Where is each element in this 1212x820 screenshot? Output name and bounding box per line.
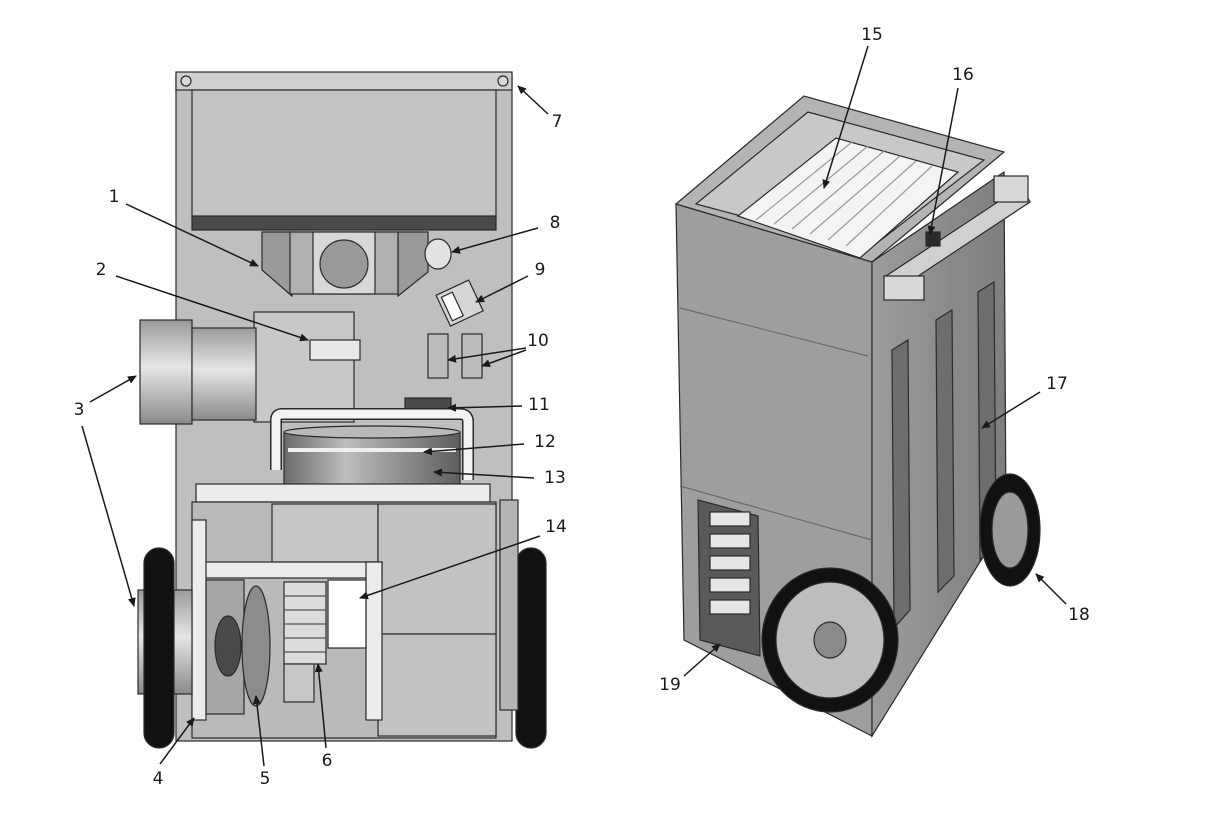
leader-11 (447, 403, 523, 412)
callout-17: 17 (1046, 374, 1068, 394)
callout-8: 8 (549, 213, 561, 233)
callout-14: 14 (545, 517, 567, 537)
leader-3b (81, 425, 136, 607)
leader-10a (447, 347, 527, 363)
leader-14 (359, 535, 541, 600)
callout-6: 6 (321, 751, 333, 771)
callout-10: 10 (527, 331, 549, 351)
callout-7: 7 (551, 112, 563, 132)
open-unit-view (137, 71, 547, 749)
exterior-unit-view (674, 95, 1041, 739)
leader-15 (822, 45, 869, 189)
leader-8 (451, 227, 539, 254)
callout-12: 12 (534, 432, 556, 452)
callout-3: 3 (73, 400, 85, 420)
callout-18: 18 (1068, 605, 1090, 625)
leader-19 (683, 643, 721, 677)
leader-12 (423, 443, 525, 456)
leader-9 (475, 275, 529, 303)
leader-18 (1035, 573, 1067, 605)
callout-19: 19 (659, 675, 681, 695)
leader-13 (433, 468, 535, 479)
callout-2: 2 (95, 260, 107, 280)
leader-16 (927, 87, 959, 235)
callout-13: 13 (544, 468, 566, 488)
leader-7 (517, 85, 549, 115)
callout-5: 5 (259, 769, 271, 789)
leader-6 (314, 663, 327, 749)
leader-4 (159, 717, 195, 765)
leader-3a (89, 375, 137, 403)
callout-1: 1 (108, 187, 120, 207)
callout-11: 11 (528, 395, 550, 415)
callout-4: 4 (152, 769, 164, 789)
leader-lines (81, 45, 1067, 767)
leader-17 (981, 391, 1041, 429)
leader-5 (252, 695, 265, 767)
leader-1 (125, 203, 259, 267)
callout-15: 15 (861, 25, 883, 45)
leader-2 (115, 275, 309, 342)
leader-10b (481, 349, 527, 368)
callout-16: 16 (952, 65, 974, 85)
callout-9: 9 (534, 260, 546, 280)
